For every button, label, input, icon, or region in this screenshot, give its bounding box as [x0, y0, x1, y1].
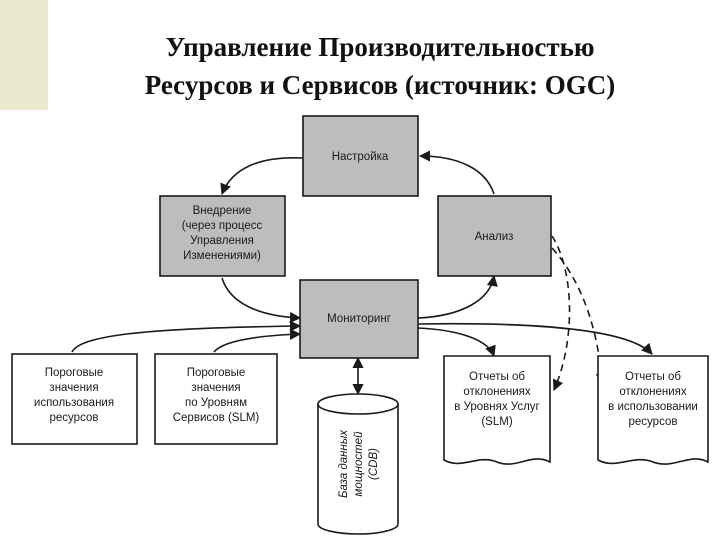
document-resource-report-line-3: в использовании [608, 401, 698, 413]
box-slm-thresholds-line-3: по Уровням [185, 397, 247, 409]
box-monitoring-label: Мониторинг [327, 313, 391, 325]
document-slm-report: Отчеты об отклонениях в Уровнях Услуг (S… [443, 355, 551, 465]
box-resource-thresholds-line-1: Пороговые [45, 367, 104, 379]
arrow-analysis-to-tuning [418, 150, 495, 195]
box-implementation-line-1: Внедрение [193, 205, 252, 217]
box-slm-thresholds-line-4: Сервисов (SLM) [173, 412, 260, 424]
connectors [71, 150, 653, 396]
box-implementation-line-3: Управления [190, 235, 254, 247]
box-resource-thresholds: Пороговые значения использования ресурсо… [11, 353, 138, 445]
arrow-resource-threshold-to-monitoring [71, 320, 302, 353]
dashed-analysis-to-slm-report [551, 235, 571, 392]
document-slm-report-line-1: Отчеты об [469, 371, 525, 383]
document-resource-report: Отчеты об отклонениях в использовании ре… [597, 355, 709, 465]
box-implementation: Внедрение (через процесс Управления Изме… [159, 195, 286, 277]
arrow-monitoring-to-slm-report [417, 327, 496, 358]
box-monitoring: Мониторинг [299, 279, 419, 359]
database-label-line-2: мощностей [353, 431, 365, 497]
database-cylinder: База данных мощностей (CDB) [317, 393, 399, 535]
box-slm-thresholds: Пороговые значения по Уровням Сервисов (… [154, 353, 278, 445]
document-resource-report-line-4: ресурсов [629, 416, 678, 428]
arrow-slm-threshold-to-monitoring [213, 328, 302, 353]
document-slm-report-line-2: отклонениях [463, 386, 531, 398]
title-line-1: Управление Производительностью [165, 32, 595, 62]
side-accent-band [0, 0, 48, 110]
box-tuning-label: Настройка [332, 151, 389, 163]
arrow-implementation-to-monitoring [221, 277, 302, 324]
arrow-monitoring-to-resource-report [417, 322, 653, 355]
box-slm-thresholds-line-2: значения [191, 382, 240, 394]
box-analysis-label: Анализ [475, 231, 514, 243]
database-label-line-1: База данных [338, 429, 350, 498]
database-label-line-3: (CDB) [368, 448, 380, 480]
box-tuning: Настройка [302, 115, 419, 197]
box-resource-thresholds-line-3: использования [34, 397, 114, 409]
dashed-analysis-to-resource-report [551, 247, 607, 386]
box-implementation-line-4: Изменениями) [183, 250, 261, 262]
document-slm-report-line-3: в Уровнях Услуг [454, 401, 539, 413]
box-analysis: Анализ [437, 195, 552, 277]
document-resource-report-line-1: Отчеты об [625, 371, 681, 383]
box-resource-thresholds-line-2: значения [49, 382, 98, 394]
document-slm-report-line-4: (SLM) [481, 416, 512, 428]
document-resource-report-line-2: отклонениях [619, 386, 687, 398]
arrow-monitoring-to-analysis [417, 274, 498, 319]
box-implementation-line-2: (через процесс [182, 220, 263, 232]
slide-title: Управление Производительностью Ресурсов … [60, 28, 700, 104]
arrow-tuning-to-implementation [220, 157, 304, 196]
box-slm-thresholds-line-1: Пороговые [187, 367, 246, 379]
box-resource-thresholds-line-4: ресурсов [50, 412, 99, 424]
title-line-2: Ресурсов и Сервисов (источник: OGC) [144, 70, 616, 100]
dashed-connectors [551, 235, 607, 392]
